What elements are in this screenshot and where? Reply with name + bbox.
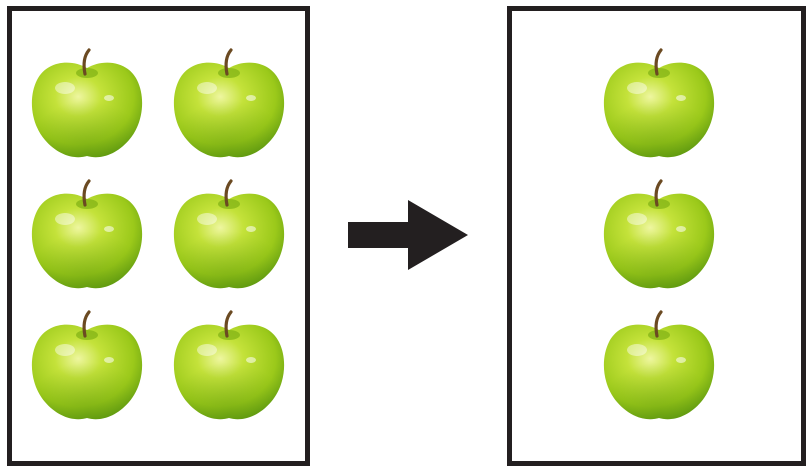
apple-icon <box>27 308 147 424</box>
apple-icon <box>599 177 719 293</box>
apple-icon <box>169 177 289 293</box>
apple-icon <box>599 46 719 162</box>
apple-icon <box>27 177 147 293</box>
apple-icon <box>169 46 289 162</box>
apple-icon <box>599 308 719 424</box>
apple-icon <box>169 308 289 424</box>
apple-icon <box>27 46 147 162</box>
right-arrow-icon <box>348 200 468 270</box>
